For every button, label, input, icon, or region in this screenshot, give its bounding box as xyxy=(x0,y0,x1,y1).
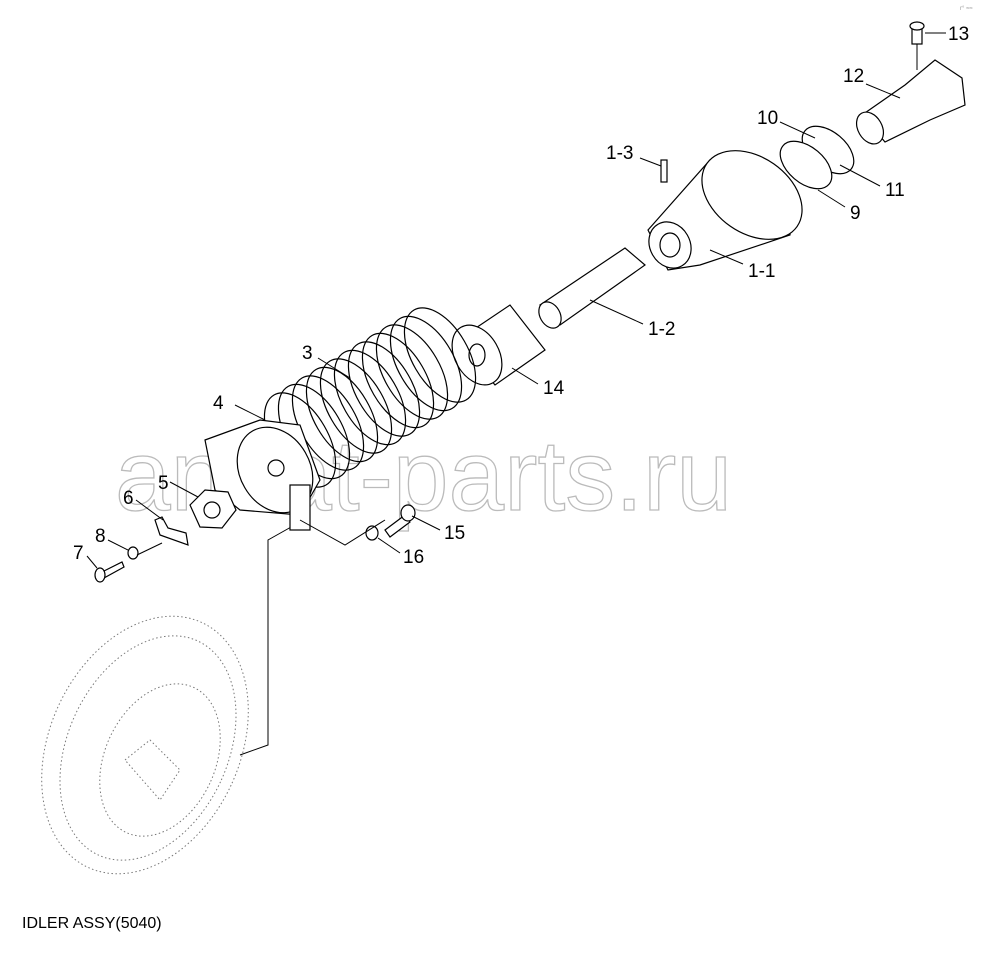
part-15-bolt xyxy=(384,504,416,538)
callout-16: 16 xyxy=(403,547,424,568)
part-14-spacer xyxy=(451,304,546,386)
spring-coil xyxy=(403,307,477,403)
part-7-bolt xyxy=(94,561,125,583)
callout-3: 3 xyxy=(302,343,313,364)
callout-9: 9 xyxy=(850,203,861,224)
assembly-caption: IDLER ASSY(5040) xyxy=(22,915,162,932)
callout-14: 14 xyxy=(543,378,565,399)
part-6-lock-plate xyxy=(154,516,189,546)
spring-coil xyxy=(361,332,435,429)
callout-10: 10 xyxy=(757,108,778,129)
part-13-plug xyxy=(909,21,925,70)
spring-coil xyxy=(375,324,449,420)
part-1-1-bracket xyxy=(647,150,803,271)
part-12-cylinder xyxy=(855,59,966,145)
callout-4: 4 xyxy=(213,393,224,414)
part-1-3-pin xyxy=(660,159,668,183)
callout-1-2: 1-2 xyxy=(648,319,675,340)
callout-13: 13 xyxy=(948,24,969,45)
corner-mark: r° ≈≈ xyxy=(960,6,973,12)
spring-coil xyxy=(333,349,407,446)
spring-coil xyxy=(319,358,393,454)
callout-7: 7 xyxy=(73,543,84,564)
callout-8: 8 xyxy=(95,526,106,547)
part-9-ring xyxy=(779,140,833,190)
spring-coil xyxy=(305,366,379,463)
spring-coil xyxy=(347,341,421,437)
callout-6: 6 xyxy=(123,488,134,509)
idler-wheel xyxy=(41,615,249,875)
part-8-washer xyxy=(127,546,139,560)
callout-12: 12 xyxy=(843,66,864,87)
callout-11: 11 xyxy=(885,180,905,201)
callout-15: 15 xyxy=(444,523,465,544)
leader-lines xyxy=(86,32,946,569)
part-1-2-rod xyxy=(538,247,646,329)
part-4-yoke xyxy=(204,419,321,531)
callout-1-3: 1-3 xyxy=(606,143,633,164)
idler-leader xyxy=(239,521,301,756)
part-5-nut xyxy=(189,489,237,529)
callout-5: 5 xyxy=(158,473,169,494)
callout-1-1: 1-1 xyxy=(748,261,775,282)
bolt-leader xyxy=(299,519,386,546)
spring-coil xyxy=(389,315,463,412)
